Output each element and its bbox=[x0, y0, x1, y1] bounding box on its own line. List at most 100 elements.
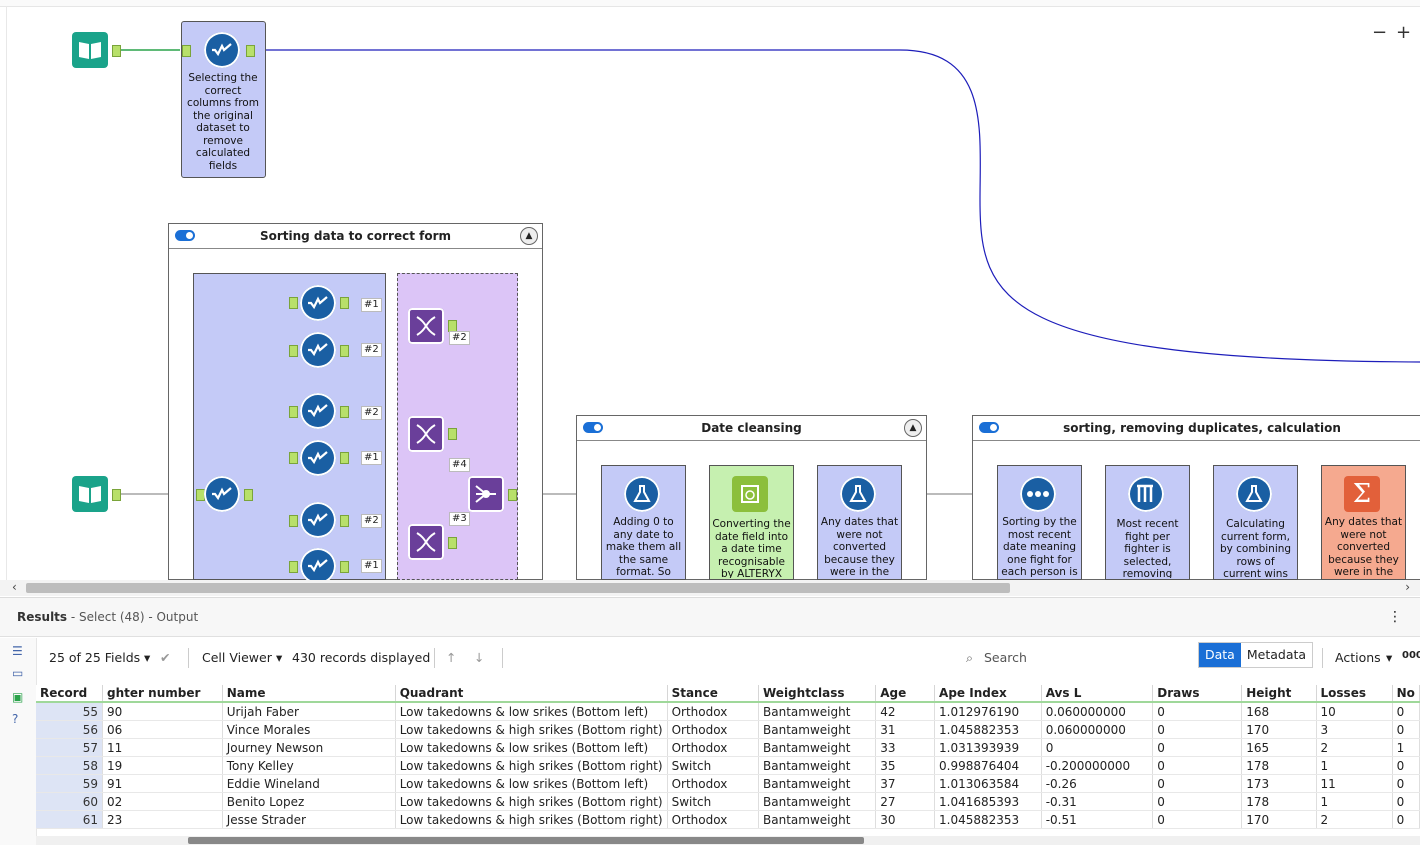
column-header[interactable]: Stance bbox=[667, 685, 760, 703]
table-cell[interactable]: 1.013063584 bbox=[934, 774, 1042, 793]
scroll-right-icon[interactable]: › bbox=[1405, 580, 1410, 594]
input-anchor[interactable] bbox=[289, 452, 298, 464]
table-cell[interactable]: Bantamweight bbox=[758, 702, 877, 721]
table-cell[interactable]: 0.998876404 bbox=[934, 756, 1042, 775]
table-cell[interactable]: Orthodox bbox=[667, 720, 760, 739]
record-number[interactable]: 57 bbox=[36, 738, 104, 757]
more-options-icon[interactable]: ⋮ bbox=[1388, 609, 1402, 625]
scrollbar-thumb[interactable] bbox=[26, 583, 1010, 593]
arrow-up-icon[interactable]: ↑ bbox=[446, 650, 457, 665]
column-header[interactable]: Height bbox=[1241, 685, 1317, 703]
input-anchor[interactable] bbox=[289, 406, 298, 418]
table-cell[interactable]: Orthodox bbox=[667, 702, 760, 721]
grid-horizontal-scrollbar[interactable] bbox=[36, 836, 1420, 845]
datetime-tool[interactable] bbox=[732, 476, 768, 512]
output-anchor[interactable] bbox=[246, 45, 255, 57]
table-cell[interactable]: 1 bbox=[1316, 756, 1393, 775]
table-cell[interactable]: 0.060000000 bbox=[1041, 702, 1154, 721]
table-cell[interactable]: 1 bbox=[1316, 792, 1393, 811]
table-cell[interactable]: Bantamweight bbox=[758, 756, 877, 775]
chevron-down-icon[interactable]: ▾ bbox=[276, 650, 283, 665]
sample-tool[interactable] bbox=[1128, 476, 1164, 512]
table-cell[interactable]: 06 bbox=[102, 720, 223, 739]
table-cell[interactable]: Low takedowns & low srikes (Bottom left) bbox=[395, 702, 668, 721]
join-tool-1[interactable] bbox=[408, 308, 444, 344]
cell-viewer-dropdown[interactable]: Cell Viewer bbox=[202, 650, 272, 665]
container-toggle[interactable] bbox=[979, 422, 999, 433]
select-tool-c[interactable] bbox=[300, 393, 336, 429]
record-number[interactable]: 56 bbox=[36, 720, 104, 739]
fields-dropdown[interactable]: 25 of 25 Fields bbox=[49, 650, 141, 665]
table-cell[interactable]: 0 bbox=[1152, 738, 1243, 757]
output-anchor[interactable] bbox=[112, 45, 121, 57]
table-icon[interactable]: ▭ bbox=[12, 666, 24, 680]
table-cell[interactable]: Urijah Faber bbox=[222, 702, 396, 721]
table-cell[interactable]: 3 bbox=[1316, 720, 1393, 739]
table-cell[interactable]: 35 bbox=[875, 756, 936, 775]
table-cell[interactable]: 0 bbox=[1152, 756, 1243, 775]
table-cell[interactable]: 27 bbox=[875, 792, 936, 811]
record-number[interactable]: 59 bbox=[36, 774, 104, 793]
workflow-canvas[interactable]: Selecting the correct columns from the o… bbox=[0, 0, 1420, 580]
table-cell[interactable]: 173 bbox=[1241, 774, 1317, 793]
output-anchor[interactable] bbox=[340, 406, 349, 418]
table-cell[interactable]: 1.031393939 bbox=[934, 738, 1042, 757]
column-header[interactable]: Avs L bbox=[1041, 685, 1154, 703]
output-anchor[interactable] bbox=[112, 489, 121, 501]
select-tool-1[interactable] bbox=[204, 32, 240, 68]
table-cell[interactable]: 91 bbox=[102, 774, 223, 793]
column-header[interactable]: Name bbox=[222, 685, 396, 703]
table-cell[interactable]: 170 bbox=[1241, 720, 1317, 739]
table-cell[interactable]: 1.045882353 bbox=[934, 810, 1042, 829]
record-number[interactable]: 61 bbox=[36, 810, 104, 829]
join-tool-2[interactable] bbox=[408, 416, 444, 452]
table-cell[interactable]: Orthodox bbox=[667, 810, 760, 829]
collapse-icon[interactable]: ▲ bbox=[904, 419, 922, 437]
table-cell[interactable]: 02 bbox=[102, 792, 223, 811]
results-grid[interactable]: Record ghter number Name Quadrant Stance… bbox=[36, 685, 1420, 829]
table-cell[interactable]: Vince Morales bbox=[222, 720, 396, 739]
table-cell[interactable]: Low takedowns & high srikes (Bottom righ… bbox=[395, 810, 668, 829]
input-anchor[interactable] bbox=[182, 45, 191, 57]
output-anchor[interactable] bbox=[340, 452, 349, 464]
table-cell[interactable]: 0 bbox=[1392, 756, 1420, 775]
formula-tool-3[interactable] bbox=[1236, 476, 1272, 512]
summarize-tool[interactable]: Σ bbox=[1344, 476, 1380, 512]
arrow-down-icon[interactable]: ↓ bbox=[474, 650, 485, 665]
record-number[interactable]: 58 bbox=[36, 756, 104, 775]
container-toggle[interactable] bbox=[175, 230, 195, 241]
table-cell[interactable]: 0 bbox=[1041, 738, 1154, 757]
column-header[interactable]: Age bbox=[875, 685, 936, 703]
table-cell[interactable]: Eddie Wineland bbox=[222, 774, 396, 793]
output-anchor[interactable] bbox=[340, 561, 349, 573]
column-header[interactable]: Losses bbox=[1316, 685, 1393, 703]
table-cell[interactable]: 0 bbox=[1392, 720, 1420, 739]
canvas-horizontal-scrollbar[interactable]: ‹ › bbox=[0, 580, 1420, 596]
search-input[interactable]: Search bbox=[984, 650, 1027, 665]
input-anchor[interactable] bbox=[289, 345, 298, 357]
table-cell[interactable]: Tony Kelley bbox=[222, 756, 396, 775]
table-cell[interactable]: 11 bbox=[102, 738, 223, 757]
table-cell[interactable]: 30 bbox=[875, 810, 936, 829]
table-cell[interactable]: 19 bbox=[102, 756, 223, 775]
table-cell[interactable]: Low takedowns & low srikes (Bottom left) bbox=[395, 774, 668, 793]
table-cell[interactable]: Orthodox bbox=[667, 738, 760, 757]
table-cell[interactable]: 23 bbox=[102, 810, 223, 829]
scroll-left-icon[interactable]: ‹ bbox=[12, 580, 17, 594]
column-header[interactable]: Quadrant bbox=[395, 685, 668, 703]
union-tool[interactable] bbox=[468, 476, 504, 512]
input-anchor[interactable] bbox=[289, 297, 298, 309]
table-cell[interactable]: Benito Lopez bbox=[222, 792, 396, 811]
column-header[interactable]: Record bbox=[36, 685, 104, 703]
view-toggle[interactable]: Data Metadata bbox=[1198, 642, 1314, 668]
table-cell[interactable]: 0 bbox=[1392, 774, 1420, 793]
record-number[interactable]: 55 bbox=[36, 702, 104, 721]
output-anchor[interactable] bbox=[448, 537, 457, 549]
input-anchor[interactable] bbox=[289, 515, 298, 527]
table-cell[interactable]: Journey Newson bbox=[222, 738, 396, 757]
chevron-down-icon[interactable]: ▾ bbox=[1386, 650, 1393, 665]
column-header[interactable]: Ape Index bbox=[934, 685, 1042, 703]
